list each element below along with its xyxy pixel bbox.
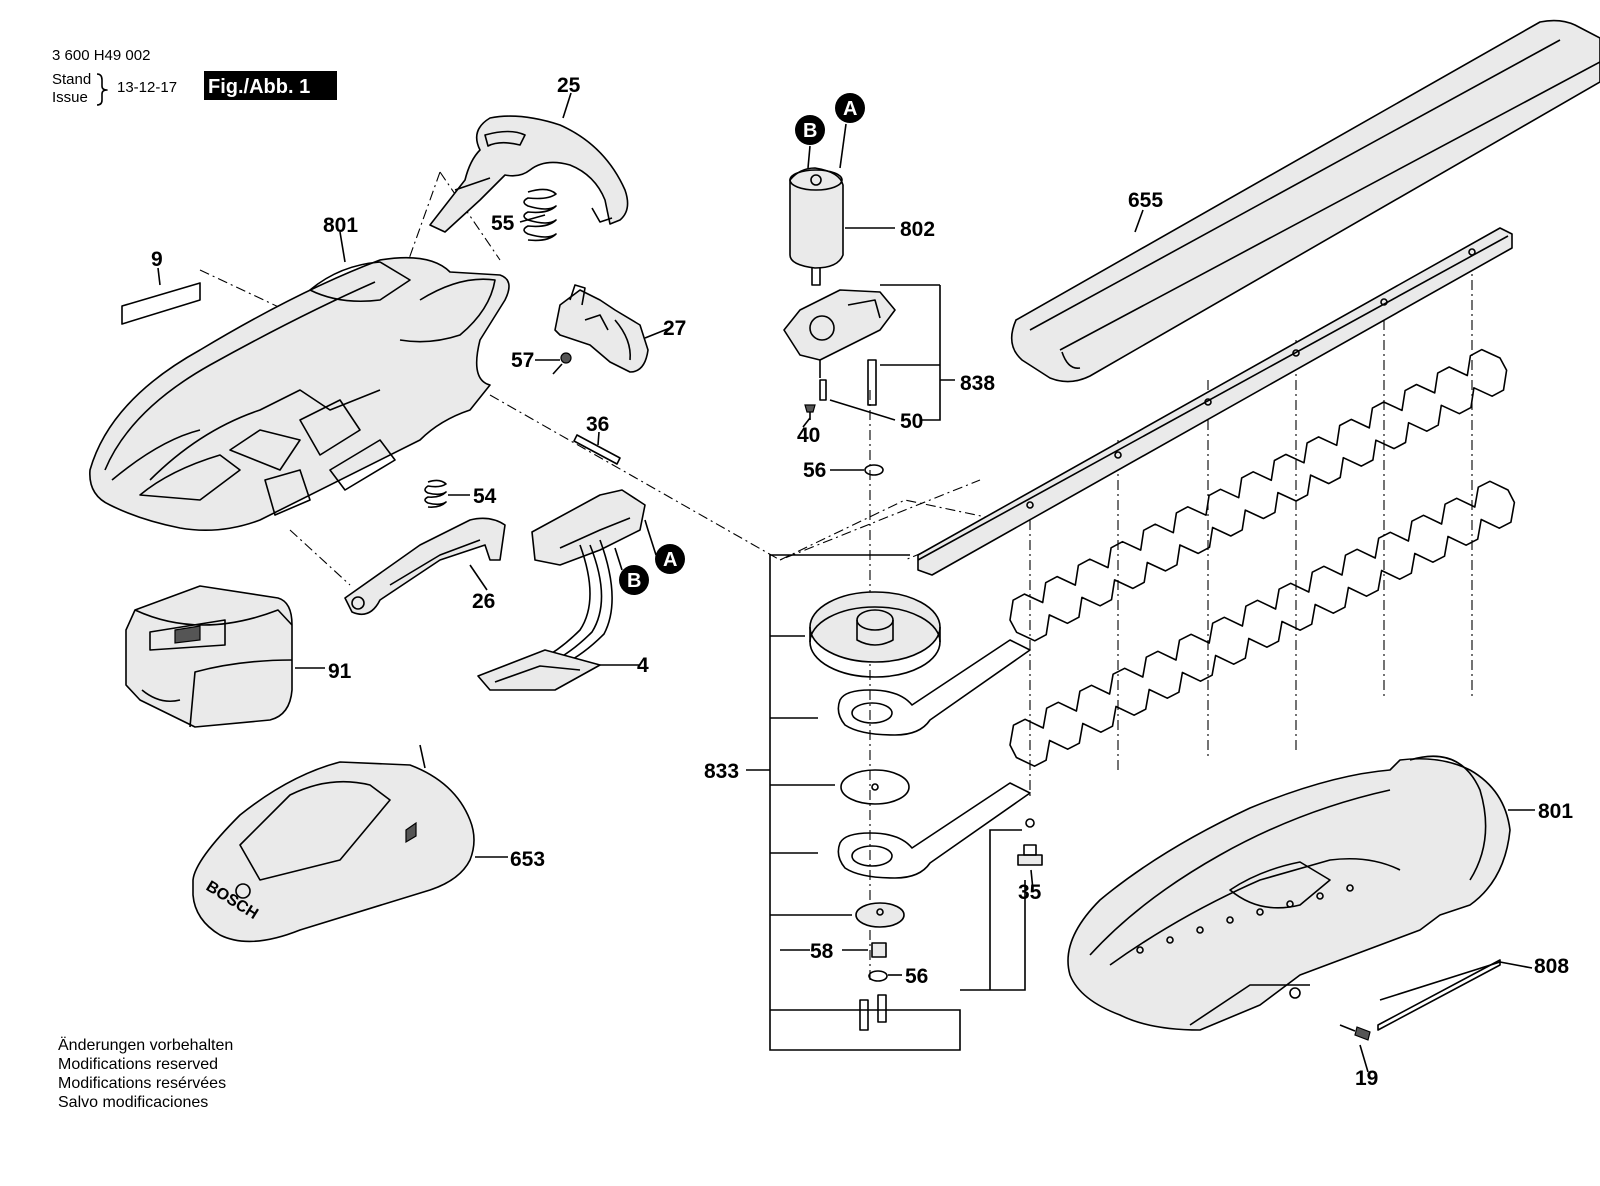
badge-b-left: B: [619, 565, 649, 595]
blade-rail: [917, 227, 1513, 576]
label-838: 838: [960, 372, 995, 395]
part-19-screw: [1339, 1024, 1371, 1041]
part-655-blade-guard: [1010, 19, 1600, 383]
part-number-labels: 25 801 9 55 27 57 36 54 26 91 4 653 802 …: [151, 74, 1573, 1090]
label-40: 40: [797, 424, 820, 447]
part-833-cam-upper: [837, 639, 1031, 736]
label-58: 58: [810, 940, 834, 963]
label-55: 55: [491, 212, 515, 235]
badge-a-left: A: [655, 544, 685, 574]
assembly-lines: [199, 171, 1473, 980]
label-9: 9: [151, 248, 163, 271]
part-833-pins: [859, 994, 887, 1031]
part-56-washer-bottom: [868, 970, 888, 982]
stand-label: Stand: [52, 71, 91, 88]
part-57-pin: [552, 352, 572, 375]
label-801-top: 801: [323, 214, 358, 237]
label-653: 653: [510, 848, 545, 871]
issue-date: 13-12-17: [117, 79, 177, 96]
part-56-washer-top: [864, 464, 884, 476]
part-25-handle: [429, 115, 629, 233]
label-36: 36: [586, 413, 609, 436]
badge-b-left-text: B: [627, 570, 641, 592]
part-58-bushing: [871, 942, 887, 958]
footer-line-es: Salvo modificaciones: [58, 1094, 208, 1111]
part-26-trigger: [344, 517, 506, 616]
label-50: 50: [900, 410, 923, 433]
footer-notes: Änderungen vorbehalten Modifications res…: [58, 1036, 233, 1111]
leader-lines: [157, 92, 1535, 1073]
label-56-bottom: 56: [905, 965, 928, 988]
part-833-disc: [840, 769, 910, 805]
label-19: 19: [1355, 1067, 1378, 1090]
part-4-switch-module: [477, 489, 646, 691]
blade-lower: [1009, 480, 1516, 767]
label-54: 54: [473, 485, 497, 508]
footer-line-fr: Modifications resérvées: [58, 1075, 226, 1092]
figure-label-box: [204, 71, 337, 100]
part-653-charger: BOSCH: [192, 744, 475, 943]
document-header: 3 600 H49 002 Stand Issue 13-12-17 Fig./…: [52, 47, 337, 106]
part-808-label: [1377, 959, 1501, 1031]
part-40-screw: [804, 404, 816, 420]
footer-line-en: Modifications reserved: [58, 1056, 218, 1073]
label-801-right: 801: [1538, 800, 1573, 823]
part-50-pin: [819, 379, 827, 401]
part-802-motor: [789, 167, 844, 286]
badge-b-motor-text: B: [803, 120, 817, 142]
label-655: 655: [1128, 189, 1163, 212]
part-801-housing-right: [1067, 755, 1511, 1031]
part-27-switch-lever: [554, 284, 649, 373]
label-833: 833: [704, 760, 739, 783]
issue-label: Issue: [52, 89, 88, 106]
blade-upper: [1009, 348, 1508, 642]
part-801-housing-left: [89, 256, 510, 532]
label-56-top: 56: [803, 459, 826, 482]
doc-number: 3 600 H49 002: [52, 47, 150, 64]
brace-icon: [96, 73, 108, 106]
label-35: 35: [1018, 881, 1042, 904]
label-26: 26: [472, 590, 495, 613]
label-802: 802: [900, 218, 935, 241]
part-9-label-plate: [121, 282, 201, 325]
badge-a-left-text: A: [663, 549, 677, 571]
footer-line-de: Änderungen vorbehalten: [58, 1036, 233, 1054]
badge-a-motor-text: A: [843, 98, 857, 120]
part-833-hub: [855, 902, 905, 928]
label-808: 808: [1534, 955, 1569, 978]
label-4: 4: [637, 654, 649, 677]
part-91-battery: [125, 585, 293, 728]
part-35-bolt: [1017, 818, 1043, 866]
label-25: 25: [557, 74, 581, 97]
part-833-bracket-lines: [769, 554, 1026, 1051]
badge-a-motor: A: [835, 93, 865, 123]
badge-b-motor: B: [795, 115, 825, 145]
label-57: 57: [511, 349, 534, 372]
part-833-cam-lower: [837, 782, 1031, 879]
figure-label: Fig./Abb. 1: [208, 76, 310, 98]
part-55-spring: [523, 188, 557, 242]
part-833-gear: [809, 591, 941, 678]
part-54-spring: [424, 479, 447, 508]
label-27: 27: [663, 317, 686, 340]
part-36-rod: [573, 434, 621, 465]
part-838-motor-mount: [783, 289, 896, 406]
label-91: 91: [328, 660, 352, 683]
